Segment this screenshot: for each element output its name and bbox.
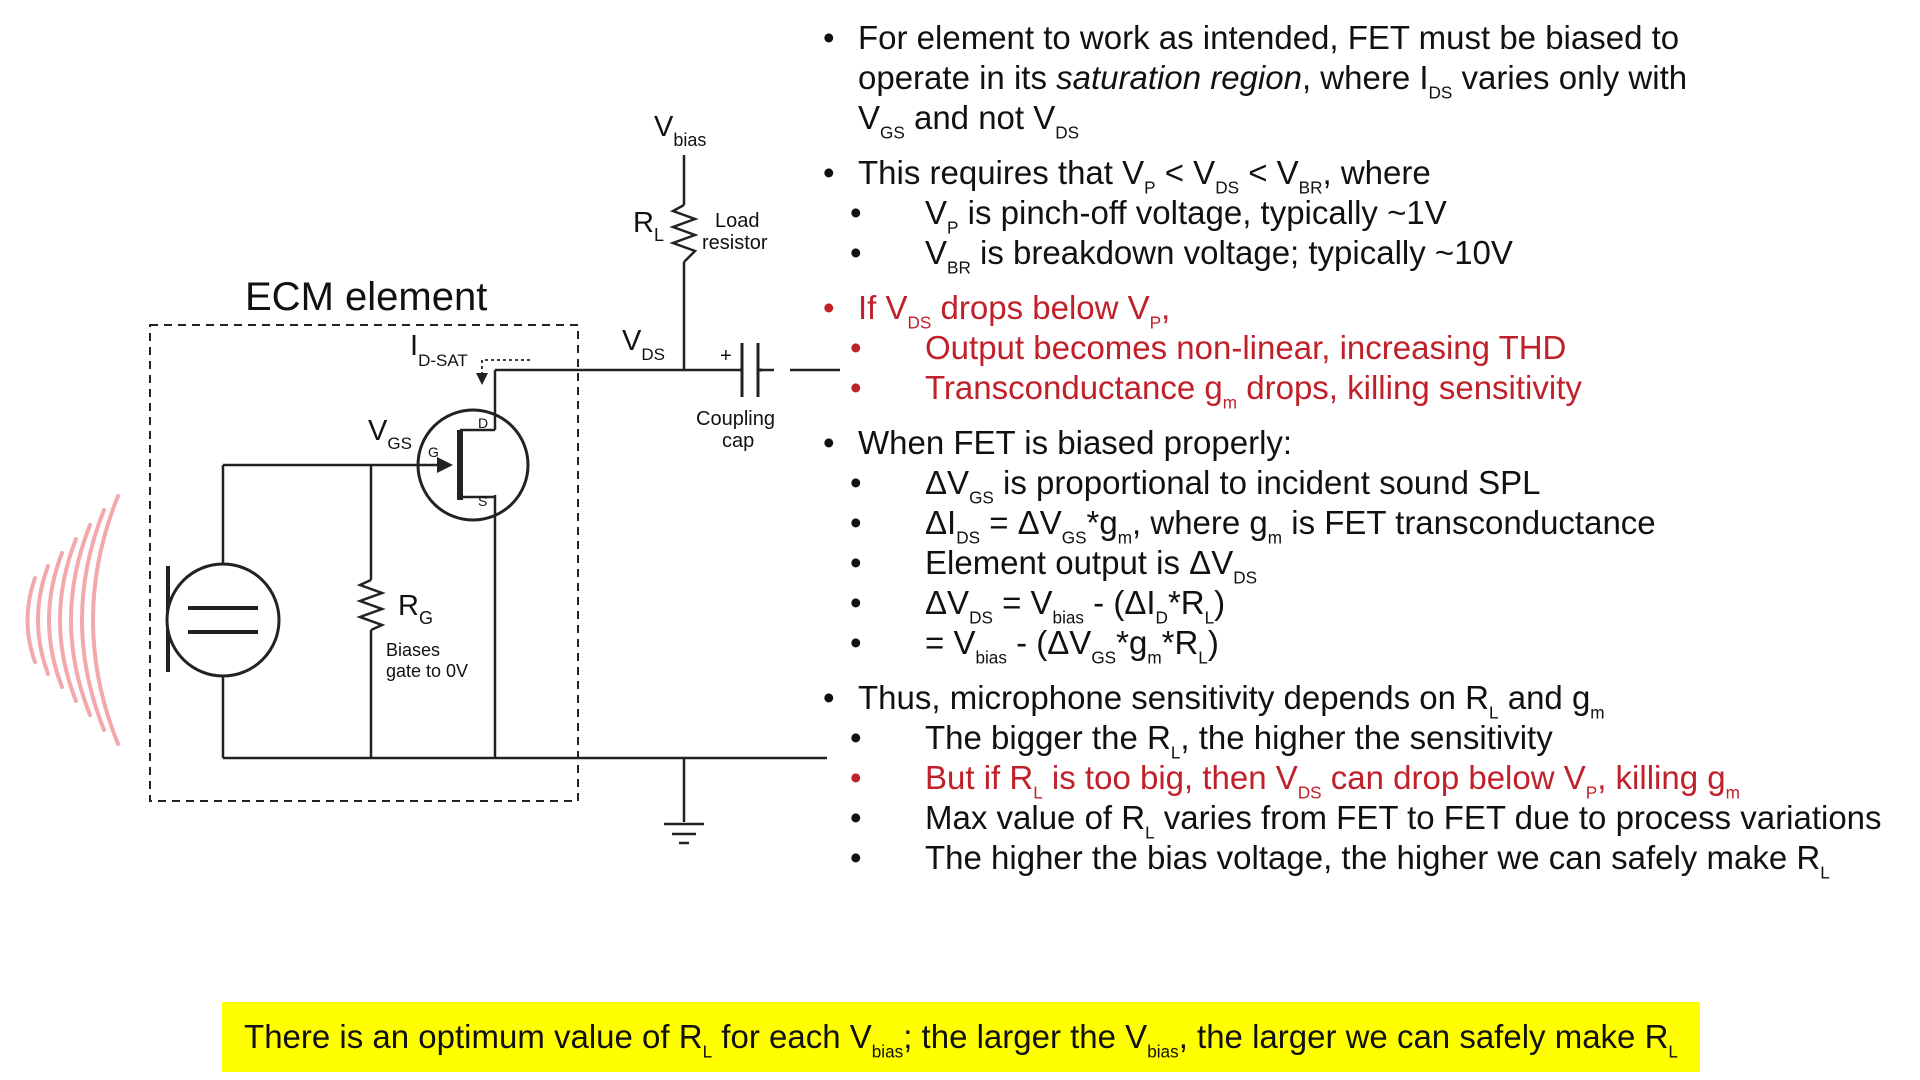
coupling-cap-label-line2: cap [722,430,754,452]
coupling-cap-label-line1: Coupling [696,408,775,430]
fet-transistor-icon [416,408,530,522]
rl-label: RL [633,207,664,245]
ecm-circuit-diagram: ECM element RG Bi [25,111,840,845]
bullet-sensitivity: Thus, microphone sensitivity depends on … [823,678,1908,721]
id-sat-label: ID-SAT [410,330,468,370]
load-resistor-label-line2: resistor [702,232,768,254]
bullet-list: For element to work as intended, FET mus… [823,18,1908,881]
vds-label: VDS [622,325,665,364]
fet-pin-d: D [478,415,488,431]
ecm-element-box [149,324,579,802]
bullet-bigger-rl: The bigger the RL, the higher the sensit… [850,718,1908,761]
bullet-gm-drops: Transconductance gm drops, killing sensi… [850,368,1908,411]
bullet-saturation-line3: VGS and not VDS [858,99,1080,143]
bullet-max-rl: Max value of RL varies from FET to FET d… [850,798,1908,841]
cap-plus-label: + [720,345,732,367]
bullet-saturation: For element to work as intended, FET mus… [823,18,1908,143]
bullet-dids-formula: ΔIDS = ΔVGS*gm, where gm is FET transcon… [850,503,1908,546]
bullet-higher-bias: The higher the bias voltage, the higher … [850,838,1908,881]
biases-label-line2: gate to 0V [386,661,468,681]
bullet-dvds-formula: ΔVDS = Vbias - (ΔID*RL) [850,583,1908,626]
bullet-dvgs-spl: ΔVGS is proportional to incident sound S… [850,463,1908,506]
bullet-saturation-line2: operate in its saturation region, where … [858,59,1688,103]
fet-pin-s: S [478,493,487,509]
rl-resistor-icon [669,203,699,263]
bullet-dvds-expanded: = Vbias - (ΔVGS*gm*RL) [850,623,1908,666]
fet-pin-g: G [428,444,439,460]
vgs-label: VGS [368,415,412,453]
bullet-nonlinear: Output becomes non-linear, increasing TH… [850,328,1908,368]
bullet-breakdown: VBR is breakdown voltage; typically ~10V [850,233,1908,276]
ground-symbol [664,822,704,845]
bullet-vds-drops: If VDS drops below VP, [823,288,1908,331]
bullet-saturation-line1: For element to work as intended, FET mus… [858,19,1680,56]
rg-label: RG [398,590,433,628]
sound-waves [25,494,120,746]
load-resistor-label-line1: Load [715,210,760,232]
ecm-element-title: ECM element [245,275,487,319]
bullet-requires: This requires that VP < VDS < VBR, where [823,153,1908,196]
vbias-label: Vbias [654,111,706,150]
bullet-pinch-off: VP is pinch-off voltage, typically ~1V [850,193,1908,236]
summary-banner: There is an optimum value of RL for each… [222,1002,1700,1072]
mic-capsule-icon [165,562,281,678]
biases-label-line1: Biases [386,640,440,660]
rg-resistor-icon [356,578,386,632]
id-sat-arrow-icon [476,359,530,385]
bullet-rl-too-big: But if RL is too big, then VDS can drop … [850,758,1908,801]
coupling-capacitor-icon [740,343,762,397]
bullet-element-output: Element output is ΔVDS [850,543,1908,586]
bullet-biased-properly: When FET is biased properly: [823,423,1908,463]
